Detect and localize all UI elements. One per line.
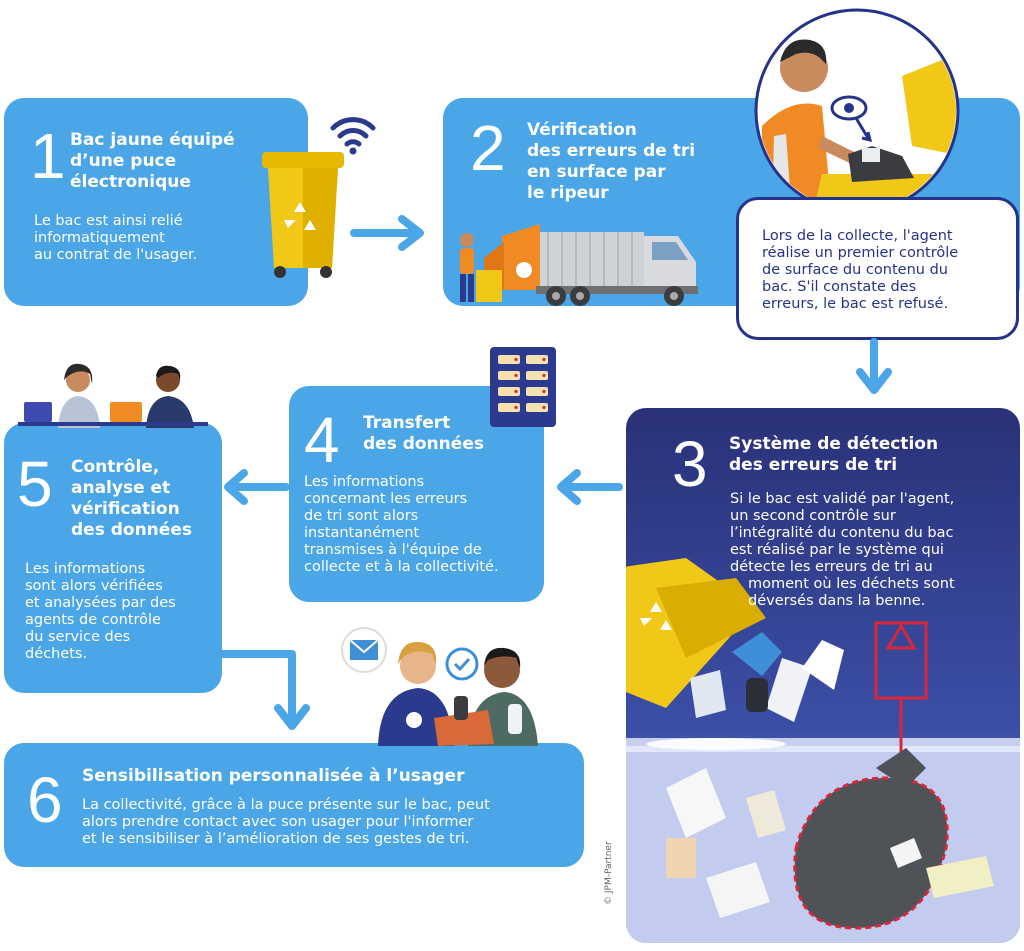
step-3-text: Si le bac est validé par l'agent, un sec… bbox=[730, 491, 955, 609]
step-2-callout bbox=[736, 197, 1019, 340]
step-2-number: 2 bbox=[470, 112, 506, 184]
step-4-title: Transfert des données bbox=[363, 413, 484, 454]
arrow-down-icon bbox=[218, 650, 310, 730]
step-6-number: 6 bbox=[27, 764, 63, 836]
wifi-icon bbox=[330, 117, 376, 155]
step-1-number: 1 bbox=[30, 120, 66, 192]
garbage-truck-icon bbox=[460, 224, 698, 306]
step-6-title: Sensibilisation personnalisée à l’usager bbox=[82, 766, 465, 786]
step-1-text: Le bac est ainsi relié informatiquement … bbox=[34, 213, 198, 263]
step-3-card bbox=[626, 408, 1020, 943]
credit-text: © JPM-Partner bbox=[604, 841, 614, 905]
ripeur-inspection-icon bbox=[754, 8, 960, 214]
step-2-callout-text: Lors de la collecte, l'agent réalise un … bbox=[762, 228, 959, 312]
users-exchange-icon bbox=[341, 627, 538, 746]
step-3-number: 3 bbox=[672, 428, 708, 500]
arrow-down-icon bbox=[856, 338, 892, 394]
yellow-bin-icon bbox=[262, 152, 344, 278]
step-5-number: 5 bbox=[17, 448, 53, 520]
arrow-left-icon bbox=[224, 469, 290, 505]
step-5-card bbox=[4, 423, 222, 693]
server-icon bbox=[490, 347, 556, 427]
step-1-card bbox=[4, 98, 308, 306]
step-5-title: Contrôle, analyse et vérification des do… bbox=[71, 457, 192, 540]
step-4-number: 4 bbox=[304, 404, 340, 476]
step-3-title: Système de détection des erreurs de tri bbox=[729, 434, 939, 475]
step-6-text: La collectivité, grâce à la puce présent… bbox=[82, 797, 490, 847]
step-5-text: Les informations sont alors vérifiées et… bbox=[25, 561, 176, 662]
step-2-title: Vérification des erreurs de tri en surfa… bbox=[527, 120, 696, 203]
step-4-text: Les informations concernant les erreurs … bbox=[304, 474, 499, 575]
control-agents-icon bbox=[18, 363, 208, 428]
step-1-title: Bac jaune équipé d’une puce électronique bbox=[70, 130, 235, 192]
arrow-left-icon bbox=[557, 469, 623, 505]
step-6-card bbox=[4, 743, 584, 867]
arrow-right-icon bbox=[350, 215, 424, 251]
